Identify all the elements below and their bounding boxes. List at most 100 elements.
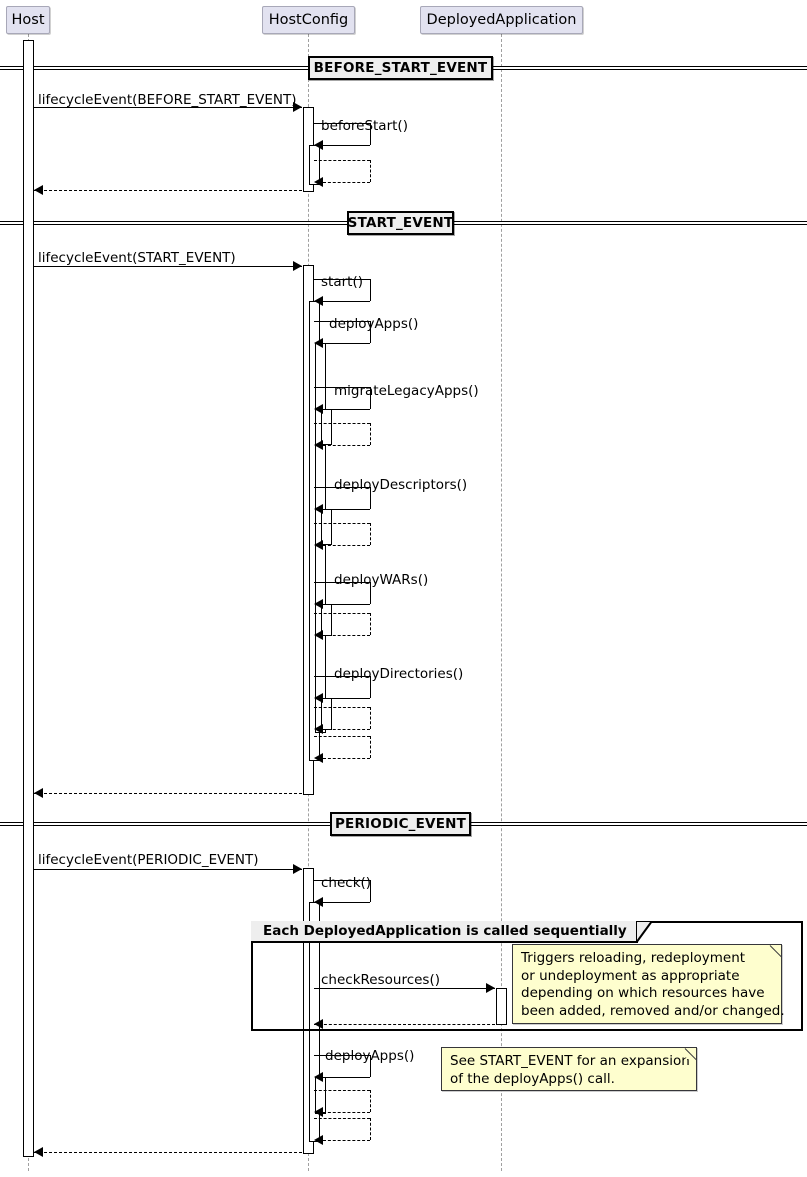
note-text-line: depending on which resources have <box>521 985 765 1001</box>
message-arrowhead <box>34 788 43 798</box>
message-line-side <box>370 487 371 509</box>
message-line-out <box>314 279 370 280</box>
message-line-back <box>323 545 370 546</box>
message-arrowhead <box>314 504 323 514</box>
message-line-out <box>314 676 370 677</box>
message-line-back <box>323 409 370 410</box>
message-line-side <box>370 387 371 409</box>
note-text-line: of the deployApps() call. <box>450 1070 615 1087</box>
message-line-out <box>314 523 370 524</box>
message-line-back <box>323 1140 370 1141</box>
group-tab-tail <box>636 921 652 943</box>
message-arrowhead <box>314 1072 323 1082</box>
participant-host[interactable]: Host <box>6 6 50 34</box>
lifeline-deployedapplication <box>501 34 502 1171</box>
message-label-migratelegacyapps: migrateLegacyApps() <box>334 383 479 399</box>
message-line <box>314 1024 495 1025</box>
message-line-side <box>370 523 371 545</box>
message-line-back <box>323 698 370 699</box>
message-arrowhead <box>486 983 495 993</box>
message-label-deployapps: deployApps() <box>325 1048 415 1064</box>
message-arrowhead <box>34 185 43 195</box>
group-label-tab: Each DeployedApplication is called seque… <box>251 921 638 943</box>
message-line-out <box>314 1090 370 1091</box>
message-arrowhead <box>314 540 323 550</box>
message-line-back <box>323 729 370 730</box>
message-line-side <box>370 613 371 635</box>
participant-deployedapplication[interactable]: DeployedApplication <box>420 6 583 34</box>
message-line <box>34 793 302 794</box>
note-text-line: been added, removed and/or changed. <box>521 1002 785 1019</box>
message-arrowhead <box>314 753 323 763</box>
group-label: Each DeployedApplication is called seque… <box>263 923 627 939</box>
participant-hostconfig[interactable]: HostConfig <box>262 6 355 34</box>
message-arrowhead <box>314 440 323 450</box>
message-line-back <box>323 635 370 636</box>
message-arrowhead <box>314 1107 323 1117</box>
message-line-out <box>314 613 370 614</box>
section-divider-periodic-event: PERIODIC_EVENT <box>330 812 471 836</box>
message-label-beforestart: beforeStart() <box>321 118 408 134</box>
message-line-out <box>314 880 370 881</box>
note-text-line: See START_EVENT for an expansion <box>450 1053 690 1069</box>
message-line-back <box>323 445 370 446</box>
message-arrowhead <box>34 1147 43 1157</box>
message-line-out <box>314 160 370 161</box>
message-line-back <box>323 758 370 759</box>
message-arrowhead <box>314 724 323 734</box>
note-text-line: Triggers reloading, redeployment <box>521 950 746 966</box>
message-line <box>34 190 302 191</box>
message-label-deployapps: deployApps() <box>329 316 419 332</box>
message-line-side <box>370 423 371 445</box>
message-arrowhead <box>314 599 323 609</box>
message-line-out <box>314 1118 370 1119</box>
message-line-out <box>314 582 370 583</box>
message-label-lifecycleevent-periodic-event: lifecycleEvent(PERIODIC_EVENT) <box>38 852 259 868</box>
message-arrowhead <box>314 897 323 907</box>
message-label-deploydescriptors: deployDescriptors() <box>334 477 468 493</box>
message-line <box>34 107 302 108</box>
message-line-side <box>370 582 371 604</box>
message-arrowhead <box>314 630 323 640</box>
message-arrowhead <box>314 404 323 414</box>
message-arrowhead <box>314 1135 323 1145</box>
message-line-side <box>370 1090 371 1112</box>
message-label-checkresources: checkResources() <box>321 972 441 988</box>
activation-bar-host <box>23 40 34 1157</box>
message-arrowhead <box>293 102 302 112</box>
message-arrowhead <box>293 864 302 874</box>
message-line <box>34 1152 302 1153</box>
message-arrowhead <box>314 338 323 348</box>
message-line-back <box>323 182 370 183</box>
section-divider-start-event: START_EVENT <box>347 211 454 235</box>
message-arrowhead <box>314 1019 323 1029</box>
message-line-out <box>314 321 370 322</box>
message-label-start: start() <box>321 274 363 290</box>
message-line-out <box>314 707 370 708</box>
message-line-out <box>314 736 370 737</box>
message-line-side <box>370 736 371 758</box>
message-line-side <box>370 707 371 729</box>
message-label-deploywars: deployWARs() <box>334 572 429 588</box>
message-line-out <box>314 387 370 388</box>
message-line <box>34 869 302 870</box>
message-line <box>34 266 302 267</box>
message-line-out <box>314 487 370 488</box>
message-label-lifecycleevent-start-event: lifecycleEvent(START_EVENT) <box>38 250 236 266</box>
message-line-back <box>323 343 370 344</box>
message-line-side <box>370 160 371 182</box>
message-line-side <box>370 1118 371 1140</box>
message-line-back <box>323 301 370 302</box>
message-arrowhead <box>314 177 323 187</box>
message-line-back <box>323 902 370 903</box>
message-label-deploydirectories: deployDirectories() <box>334 666 464 682</box>
message-arrowhead <box>314 296 323 306</box>
message-line-back <box>323 604 370 605</box>
message-line-side <box>370 880 371 902</box>
message-line-back <box>323 1112 370 1113</box>
message-line-back <box>323 145 370 146</box>
message-line-side <box>370 279 371 301</box>
note-text-line: or undeployment as appropriate <box>521 967 740 984</box>
